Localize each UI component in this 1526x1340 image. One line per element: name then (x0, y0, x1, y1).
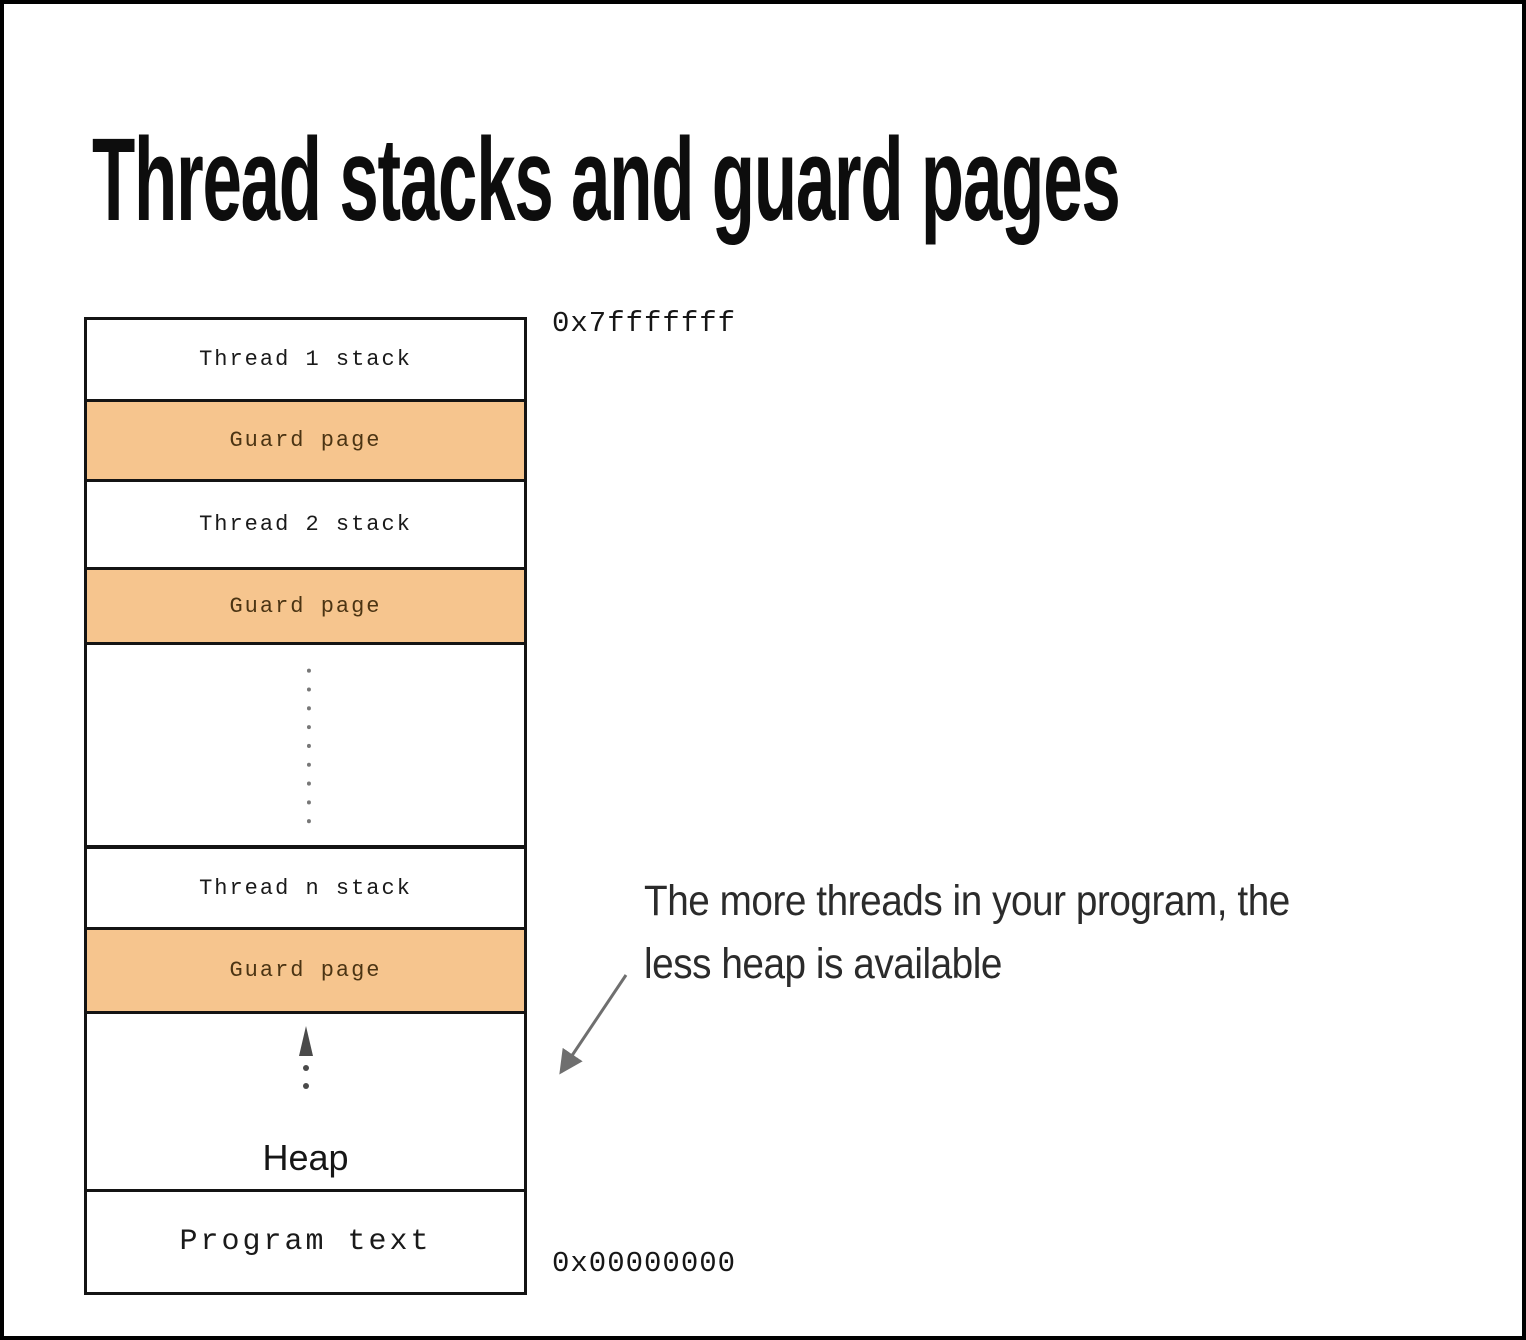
ellipsis-dots-icon (306, 668, 311, 831)
segment-ellipsis (87, 642, 524, 845)
memory-map: Thread 1 stack Guard page Thread 2 stack… (84, 317, 527, 1295)
segment-guard-page-3: Guard page (87, 927, 524, 1011)
segment-heap: Heap (87, 1011, 524, 1189)
segment-label: Guard page (229, 593, 382, 619)
address-bottom-label: 0x00000000 (552, 1247, 737, 1280)
segment-guard-page-1: Guard page (87, 399, 524, 479)
segment-label: Guard page (229, 428, 382, 453)
segment-label: Program text (179, 1225, 432, 1259)
address-top-label: 0x7fffffff (552, 307, 737, 340)
annotation-text: The more threads in your program, the le… (644, 870, 1290, 996)
segment-threadn-stack: Thread n stack (87, 845, 524, 927)
segment-label: Thread n stack (199, 875, 412, 901)
segment-guard-page-2: Guard page (87, 567, 524, 642)
segment-label: Thread 1 stack (199, 347, 412, 372)
segment-thread1-stack: Thread 1 stack (87, 320, 524, 399)
heap-label: Heap (262, 1137, 349, 1178)
annotation-line-2: less heap is available (644, 940, 1002, 988)
segment-thread2-stack: Thread 2 stack (87, 479, 524, 567)
annotation-line-1: The more threads in your program, the (644, 877, 1290, 925)
heap-growth-up-arrow-icon (298, 1026, 313, 1089)
segment-program-text: Program text (87, 1189, 524, 1292)
page-title: Thread stacks and guard pages (92, 114, 1121, 246)
segment-label: Guard page (229, 958, 382, 983)
segment-label: Thread 2 stack (199, 512, 412, 537)
